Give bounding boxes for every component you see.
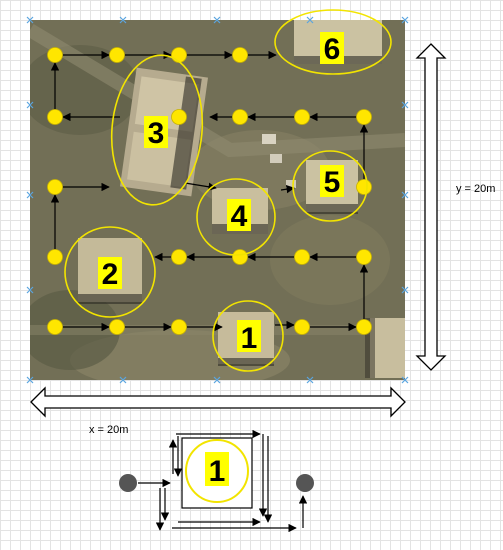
waypoint-13 [172,250,187,265]
dimension-label-x: x = 20m [89,424,128,436]
waypoint-14 [233,250,248,265]
waypoint-1 [48,48,63,63]
waypoint-7 [233,110,248,125]
waypoint-8 [295,110,310,125]
zone-label-2: 2 [102,258,119,291]
dimension-label-y: y = 20m [456,183,495,195]
aerial-photo [20,14,410,390]
zone-label-4: 4 [231,200,248,233]
waypoint-3 [172,48,187,63]
waypoint-21 [357,320,372,335]
waypoint-11 [357,180,372,195]
waypoint-16 [357,250,372,265]
zone-label-1: 1 [241,322,258,355]
waypoint-9 [357,110,372,125]
waypoint-6 [172,110,187,125]
waypoint-12 [48,250,63,265]
zone-label-6: 6 [324,33,341,66]
waypoint-10 [48,180,63,195]
waypoint-18 [110,320,125,335]
waypoint-20 [295,320,310,335]
detail-end-node [296,474,314,492]
zone-label-3: 3 [148,117,165,150]
detail-inset: 1 [119,434,314,530]
waypoint-15 [295,250,310,265]
waypoint-19 [172,320,187,335]
dimension-arrow-y [417,44,445,370]
waypoint-2 [110,48,125,63]
detail-zone-label: 1 [209,455,226,488]
detail-start-node [119,474,137,492]
waypoint-5 [48,110,63,125]
waypoint-4 [233,48,248,63]
waypoint-17 [48,320,63,335]
dimension-arrow-x [31,388,405,416]
zone-label-5: 5 [324,166,341,199]
